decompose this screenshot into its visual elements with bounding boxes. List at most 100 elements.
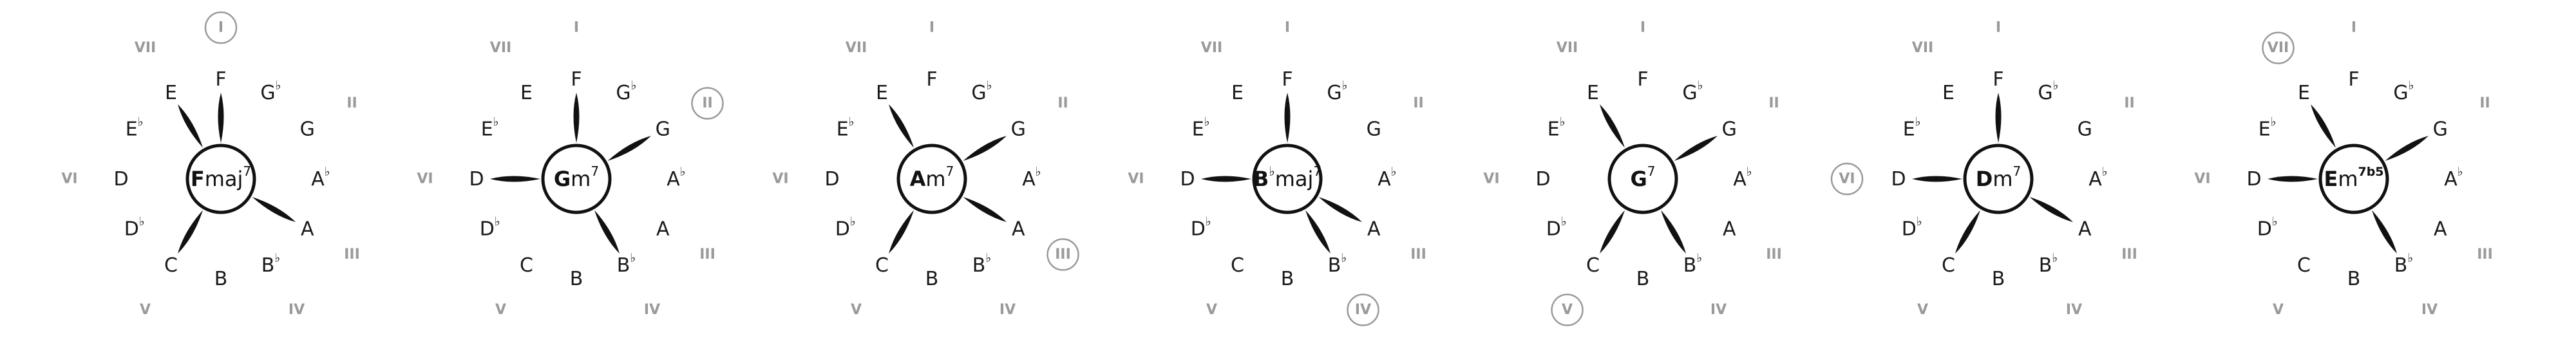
degree-numeral-iv: IV xyxy=(2421,302,2438,318)
spoke-a xyxy=(963,197,1007,222)
note-label-e-flat: E♭ xyxy=(837,115,855,141)
note-letter: B xyxy=(2039,254,2052,277)
spoke-e xyxy=(1600,104,1625,148)
spoke-f xyxy=(218,93,224,143)
degree-numeral-iv: IV xyxy=(1355,302,1371,318)
flat-sign: ♭ xyxy=(1561,215,1567,229)
note-label-d-flat: D♭ xyxy=(1902,215,1922,241)
note-letter: F xyxy=(926,68,937,91)
note-letter: F xyxy=(1282,68,1293,91)
note-label-b: B xyxy=(1636,268,1650,290)
note-letter: C xyxy=(520,254,533,277)
degree-numeral-iii: III xyxy=(1055,247,1071,263)
note-label-e: E xyxy=(165,81,177,104)
degree-numeral-v: V xyxy=(495,302,506,318)
chord-center-circle xyxy=(185,144,256,214)
note-label-b: B xyxy=(1992,268,2005,290)
degree-numeral-iv: IV xyxy=(999,302,1016,318)
flat-sign: ♭ xyxy=(985,251,991,265)
degree-numeral-i: I xyxy=(929,20,934,36)
note-label-g-flat: G♭ xyxy=(971,79,992,104)
note-label-e-flat: E♭ xyxy=(1903,115,1921,141)
spoke-f xyxy=(1995,93,2002,143)
flat-sign: ♭ xyxy=(631,79,637,93)
note-label-a: A xyxy=(1723,218,1736,240)
note-letter: C xyxy=(875,254,889,277)
degree-numeral-vi: VI xyxy=(2194,171,2210,187)
chord-quality: maj xyxy=(205,167,243,191)
note-label-g: G xyxy=(2433,118,2448,140)
note-label-c: C xyxy=(164,254,178,277)
chord-root: D xyxy=(1976,167,1993,191)
degree-numeral-iii: III xyxy=(1410,247,1426,263)
note-label-a: A xyxy=(1367,218,1381,240)
note-label-g: G xyxy=(1722,118,1737,140)
degree-numeral-vi: VI xyxy=(61,171,77,187)
note-letter: B xyxy=(1636,268,1650,290)
note-label-f: F xyxy=(1282,68,1293,91)
degree-numeral-ii: II xyxy=(2479,95,2490,111)
chord-symbol: Fmaj7 xyxy=(191,163,251,191)
spoke-e xyxy=(178,104,203,148)
note-letter: D xyxy=(1891,168,1906,191)
degree-numeral-v: V xyxy=(140,302,151,318)
note-letter: E xyxy=(520,81,533,104)
note-label-d: D xyxy=(469,168,484,191)
note-label-g: G xyxy=(2078,118,2092,140)
note-label-a-flat: A♭ xyxy=(667,165,686,191)
degree-numeral-iv: IV xyxy=(2066,302,2082,318)
note-label-d-flat: D♭ xyxy=(1546,215,1567,241)
chord-symbol: G7 xyxy=(1631,163,1656,191)
note-label-g: G xyxy=(300,118,315,140)
degree-numeral-iii: III xyxy=(1766,247,1782,263)
degree-numeral-iii: III xyxy=(699,247,715,263)
note-label-g: G xyxy=(1367,118,1381,140)
degree-numeral-ii: II xyxy=(346,95,357,111)
note-letter: G xyxy=(2038,81,2052,104)
spoke-d xyxy=(2268,176,2318,182)
flat-sign: ♭ xyxy=(325,165,330,179)
note-letter: D xyxy=(124,218,139,240)
chord-symbol: Dm7 xyxy=(1976,163,2021,191)
chord-center-circle xyxy=(2318,144,2389,214)
degree-numeral-i: I xyxy=(2351,20,2356,36)
note-letter: B xyxy=(570,268,583,290)
note-letter: B xyxy=(214,268,228,290)
note-letter: A xyxy=(656,218,670,240)
note-letter: C xyxy=(1586,254,1600,277)
note-letter: G xyxy=(2393,81,2408,104)
note-letter: B xyxy=(925,268,939,290)
note-letter: G xyxy=(1367,118,1381,140)
note-letter: D xyxy=(113,168,128,191)
note-letter: D xyxy=(1191,218,1206,240)
degree-numeral-vi: VI xyxy=(1839,171,1855,187)
degree-highlight-circle xyxy=(2262,32,2295,64)
note-label-g: G xyxy=(656,118,670,140)
note-letter: G xyxy=(1722,118,1737,140)
degree-numeral-i: I xyxy=(1996,20,2001,36)
note-letter: A xyxy=(2088,168,2102,191)
note-letter: E xyxy=(1192,118,1204,140)
spoke-e xyxy=(2311,104,2336,148)
note-letter: C xyxy=(1231,254,1244,277)
note-letter: D xyxy=(1535,168,1550,191)
degree-highlight-circle xyxy=(1551,293,1584,326)
chord-center-circle xyxy=(896,144,967,214)
degree-numeral-vii: VII xyxy=(1912,40,1933,56)
degree-highlight-circle xyxy=(691,87,724,120)
chord-root: E xyxy=(2324,167,2338,191)
note-letter: B xyxy=(617,254,630,277)
spoke-d xyxy=(1912,176,1962,182)
note-letter: G xyxy=(1682,81,1697,104)
note-label-d-flat: D♭ xyxy=(2257,215,2278,241)
flat-sign: ♭ xyxy=(2052,251,2058,265)
spoke-a xyxy=(1318,197,1363,222)
chord-symbol: Gm7 xyxy=(554,163,599,191)
spoke-g xyxy=(963,136,1007,161)
degree-numeral-vi: VI xyxy=(417,171,433,187)
note-label-f: F xyxy=(215,68,226,91)
note-label-g-flat: G♭ xyxy=(616,79,636,104)
spoke-c xyxy=(178,210,203,254)
